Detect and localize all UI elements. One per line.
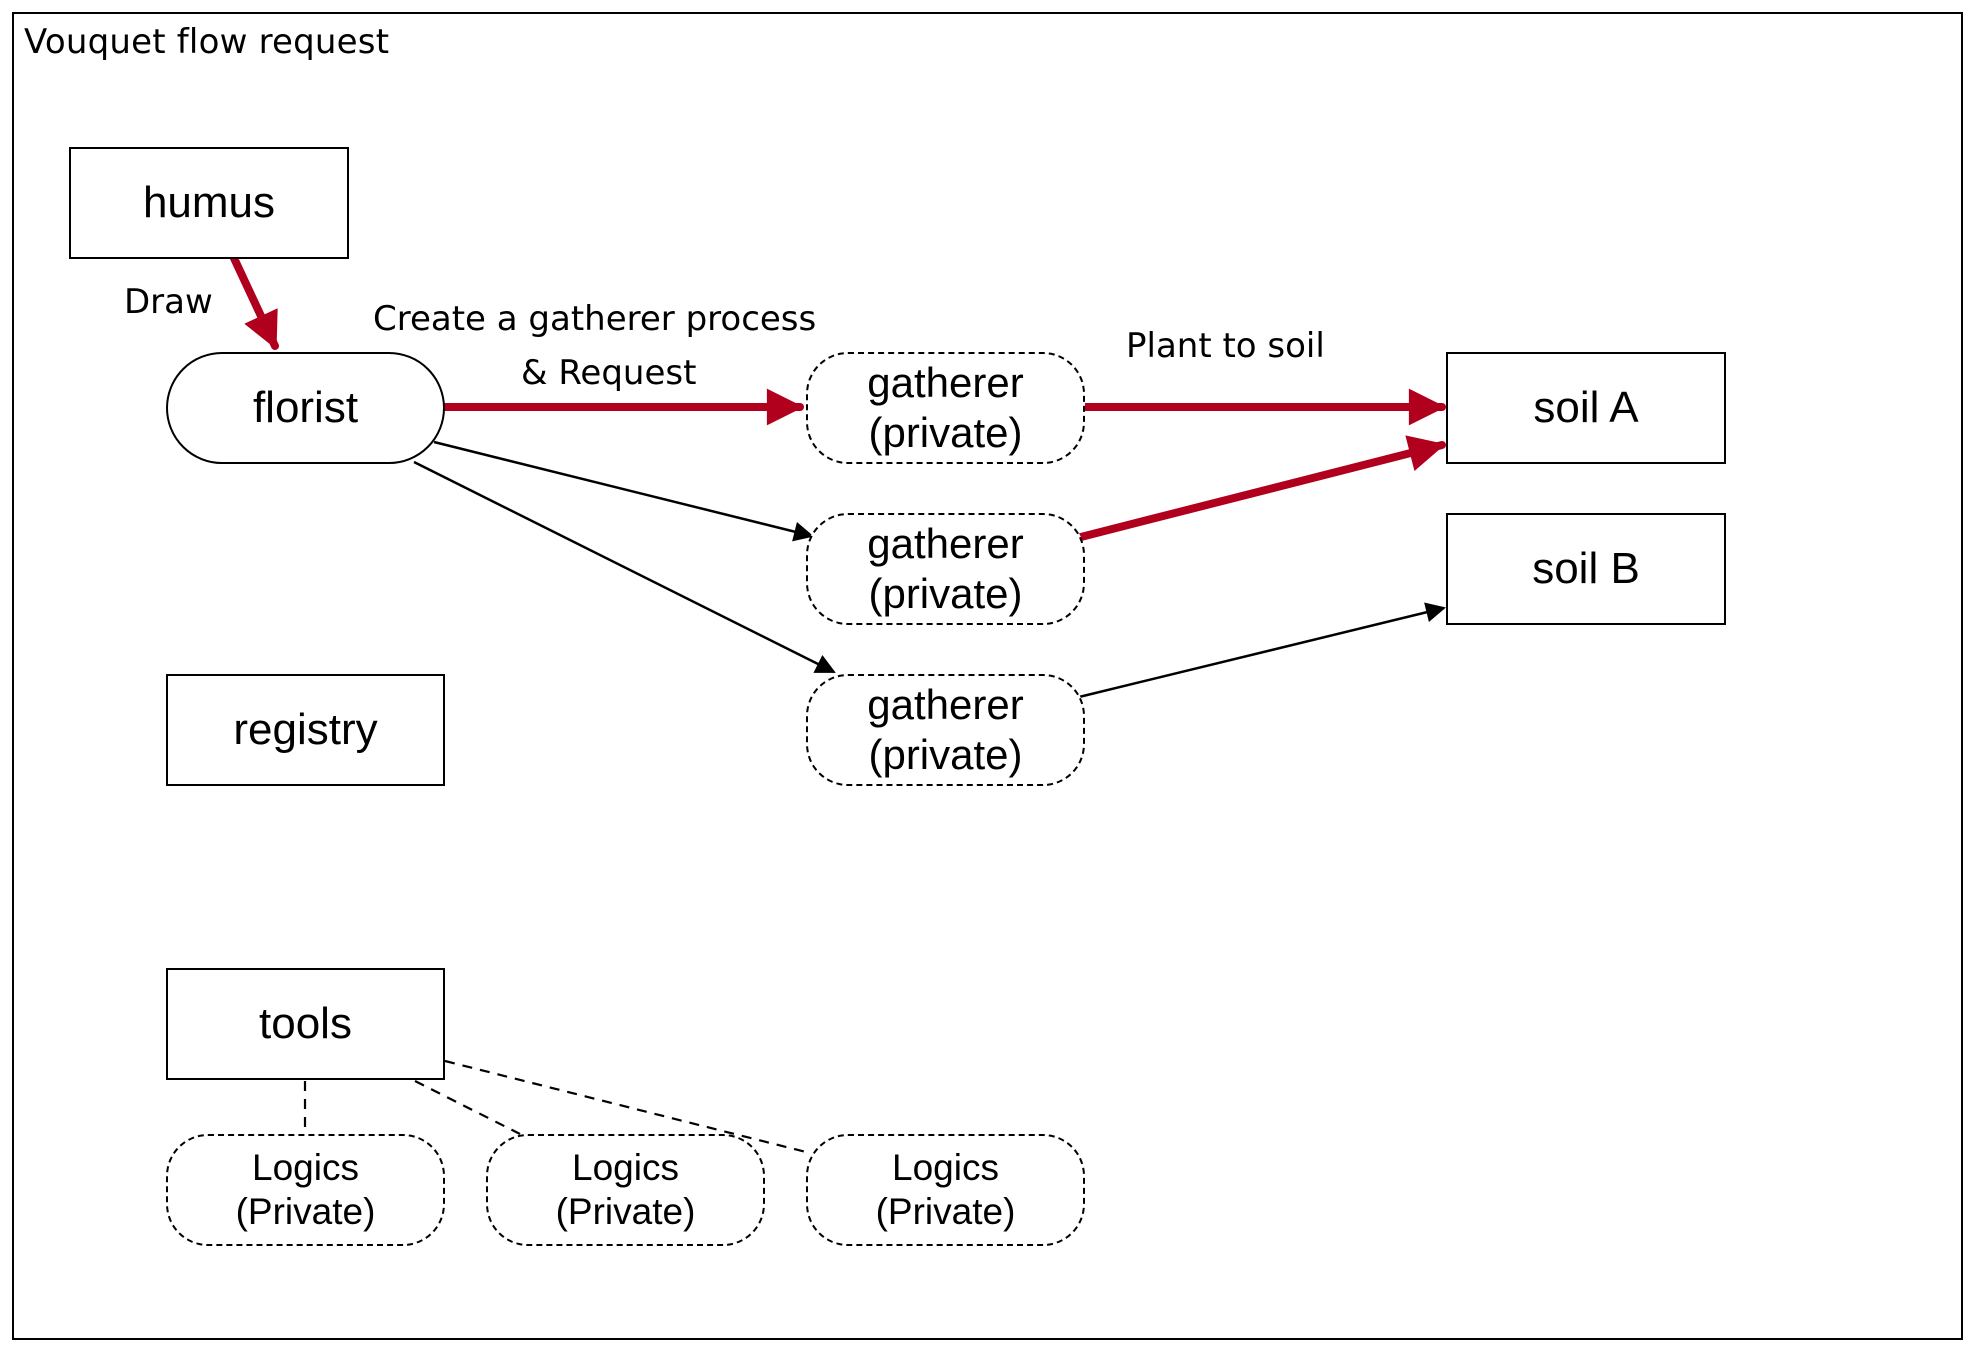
soil-a-label: soil A	[1533, 383, 1639, 432]
edge-tools-logics-3	[444, 1059, 811, 1155]
gatherer-2-line1: gatherer	[867, 520, 1024, 567]
edge-label-draw: Draw	[124, 282, 213, 322]
gatherer-1-line1: gatherer	[867, 359, 1024, 406]
logics-3-line2: (Private)	[875, 1191, 1016, 1232]
tools-label: tools	[259, 999, 352, 1048]
logics-2-line2: (Private)	[555, 1191, 696, 1232]
soil-b-node: soil B	[1446, 513, 1726, 625]
edge-florist-gatherer-2	[433, 440, 814, 542]
edge-gatherer-3-soil-b	[1078, 602, 1446, 699]
florist-node: florist	[166, 352, 445, 464]
gatherer-2-line2: (private)	[868, 570, 1023, 617]
gatherer-node-2: gatherer (private)	[806, 513, 1085, 625]
edge-label-plant: Plant to soil	[1126, 326, 1325, 366]
logics-3-line1: Logics	[892, 1147, 999, 1188]
logics-1-line2: (Private)	[235, 1191, 376, 1232]
registry-label: registry	[233, 705, 378, 754]
gatherer-node-3: gatherer (private)	[806, 674, 1085, 786]
edge-gatherer-2-soil-a	[1073, 435, 1446, 542]
edge-label-request: & Request	[521, 353, 697, 393]
logics-node-1: Logics (Private)	[166, 1134, 445, 1246]
humus-label: humus	[142, 178, 276, 227]
diagram-title: Vouquet flow request	[24, 22, 390, 62]
gatherer-3-line2: (private)	[868, 731, 1023, 778]
humus-node: humus	[69, 147, 349, 259]
soil-b-label: soil B	[1532, 544, 1640, 593]
soil-a-node: soil A	[1446, 352, 1726, 464]
gatherer-3-line1: gatherer	[867, 681, 1024, 728]
logics-2-line1: Logics	[572, 1147, 679, 1188]
gatherer-1-line2: (private)	[868, 409, 1023, 456]
logics-node-2: Logics (Private)	[486, 1134, 765, 1246]
tools-node: tools	[166, 968, 445, 1080]
edge-label-create: Create a gatherer process	[373, 299, 817, 339]
logics-node-3: Logics (Private)	[806, 1134, 1085, 1246]
florist-label: florist	[252, 383, 359, 432]
edge-florist-gatherer-3	[413, 460, 836, 674]
registry-node: registry	[166, 674, 445, 786]
gatherer-node-1: gatherer (private)	[806, 352, 1085, 464]
logics-1-line1: Logics	[252, 1147, 359, 1188]
edge-humus-florist	[229, 252, 279, 350]
diagram-frame	[12, 12, 1963, 1340]
edge-tools-logics-2	[414, 1080, 521, 1135]
